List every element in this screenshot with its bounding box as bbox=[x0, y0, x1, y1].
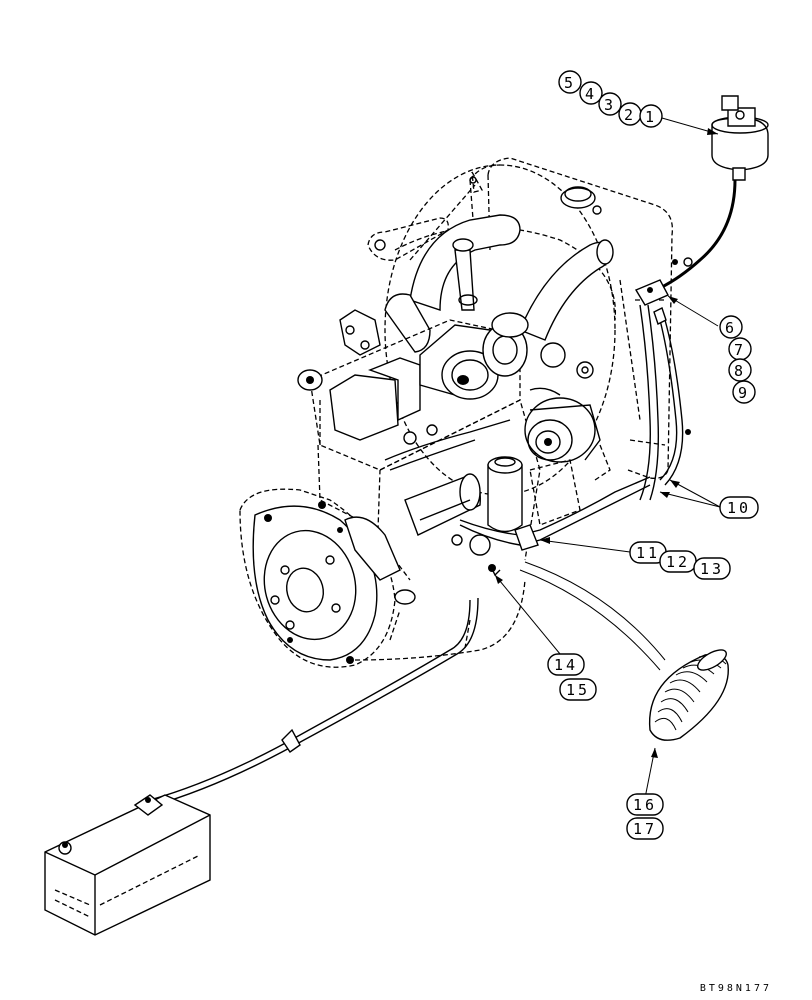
callout-1: 1 bbox=[639, 104, 663, 128]
svg-text:16: 16 bbox=[633, 796, 657, 814]
svg-text:5: 5 bbox=[564, 74, 576, 92]
svg-text:9: 9 bbox=[738, 384, 750, 402]
ground-cable bbox=[519, 561, 666, 671]
radiator-assembly bbox=[384, 157, 674, 496]
callout-3: 3 bbox=[598, 92, 622, 116]
battery bbox=[44, 794, 211, 936]
callout-6: 6 bbox=[719, 315, 743, 339]
callout-8: 8 bbox=[728, 358, 752, 382]
switch-bracket bbox=[634, 257, 693, 435]
upper-hoses bbox=[384, 214, 614, 353]
drawing-reference-number: BT98N177 bbox=[699, 983, 772, 994]
callout-16: 16 bbox=[626, 793, 664, 816]
svg-text:6: 6 bbox=[725, 319, 737, 337]
callout-12: 12 bbox=[659, 550, 697, 573]
corrugated-loom bbox=[648, 649, 729, 741]
ignition-switch bbox=[659, 95, 769, 290]
svg-text:13: 13 bbox=[700, 560, 724, 578]
callout-15: 15 bbox=[559, 678, 597, 701]
callout-5: 5 bbox=[558, 70, 582, 94]
oil-filter bbox=[487, 456, 523, 533]
svg-text:2: 2 bbox=[624, 106, 636, 124]
callout-13: 13 bbox=[693, 557, 731, 580]
callout-2: 2 bbox=[618, 102, 642, 126]
svg-text:15: 15 bbox=[566, 681, 590, 699]
svg-text:3: 3 bbox=[604, 96, 616, 114]
svg-text:14: 14 bbox=[554, 656, 578, 674]
callout-10: 10 bbox=[719, 496, 759, 519]
starter-motor bbox=[404, 473, 481, 536]
callout-17: 17 bbox=[626, 817, 664, 840]
radiator-cap bbox=[560, 186, 602, 215]
svg-text:7: 7 bbox=[734, 341, 746, 359]
callout-4: 4 bbox=[579, 81, 603, 105]
turbocharger bbox=[441, 312, 529, 400]
callout-14: 14 bbox=[547, 653, 585, 676]
svg-text:11: 11 bbox=[636, 544, 660, 562]
svg-text:12: 12 bbox=[666, 553, 690, 571]
flywheel-housing bbox=[239, 488, 526, 668]
svg-text:10: 10 bbox=[727, 499, 751, 517]
svg-text:4: 4 bbox=[585, 85, 597, 103]
battery-cable bbox=[149, 597, 479, 807]
svg-text:8: 8 bbox=[734, 362, 746, 380]
engine-harness bbox=[451, 476, 651, 577]
callout-7: 7 bbox=[728, 337, 752, 361]
engine-block bbox=[297, 309, 611, 561]
svg-text:1: 1 bbox=[645, 108, 657, 126]
alternator bbox=[524, 342, 601, 463]
leader-lines bbox=[494, 117, 721, 799]
wire-assembly-10 bbox=[639, 304, 684, 501]
callout-9: 9 bbox=[732, 380, 756, 404]
lifting-bracket bbox=[367, 171, 483, 261]
svg-text:17: 17 bbox=[633, 820, 657, 838]
